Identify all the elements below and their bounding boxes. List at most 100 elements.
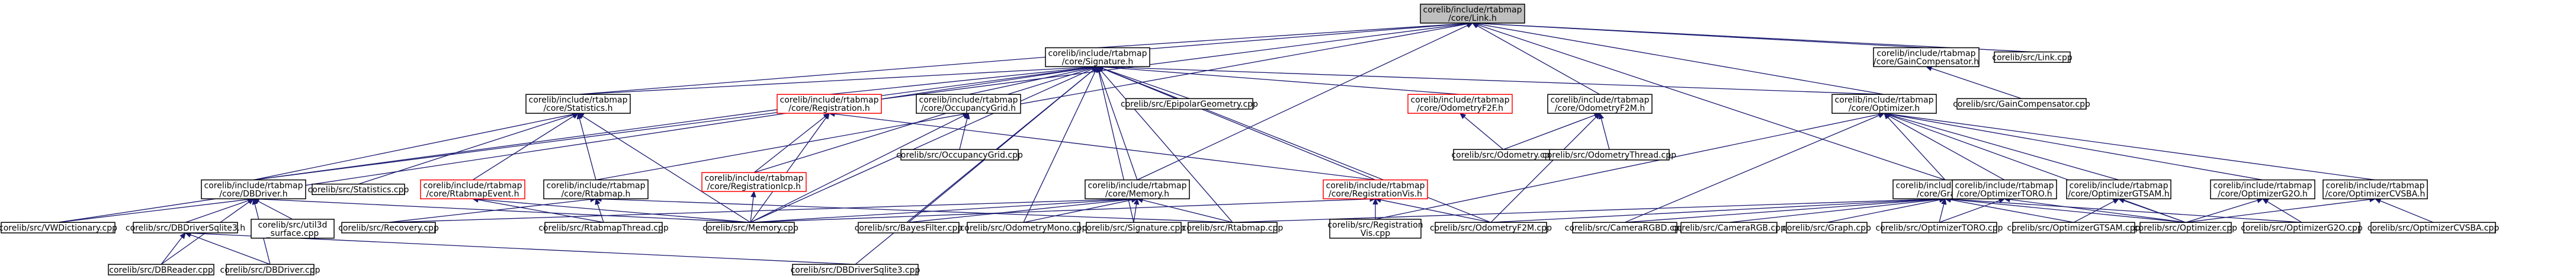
node-odommono-cpp[interactable]: corelib/src/OdometryMono.cpp	[960, 222, 1087, 234]
node-label: corelib/include/rtabmap	[2214, 181, 2312, 190]
node-label: corelib/include/rtabmap	[919, 95, 1018, 105]
node-util3d-surface-cpp[interactable]: corelib/src/util3d_surface.cpp	[251, 219, 335, 239]
node-label: corelib/include/rtabmap	[1423, 5, 1522, 15]
node-label: corelib/src/GainCompensator.cpp	[1953, 100, 2090, 109]
node-label: Vis.cpp	[1361, 229, 1390, 238]
node-occgrid-cpp[interactable]: corelib/src/OccupancyGrid.cpp	[896, 149, 1023, 161]
node-vwdictionary-cpp[interactable]: corelib/src/VWDictionary.cpp	[0, 222, 117, 234]
node-label: corelib/include/rtabmap	[1088, 181, 1187, 190]
node-statistics-h[interactable]: corelib/include/rtabmap/core/Statistics.…	[525, 94, 631, 114]
node-signature-cpp[interactable]: corelib/src/Signature.cpp	[1082, 222, 1185, 234]
node-registrationicp-h[interactable]: corelib/include/rtabmap/core/Registratio…	[701, 172, 807, 192]
node-dbdriver-h[interactable]: corelib/include/rtabmap/core/DBDriver.h	[201, 179, 306, 200]
node-gaincomp-cpp[interactable]: corelib/src/GainCompensator.cpp	[1953, 98, 2090, 110]
node-bayesfilter-cpp[interactable]: corelib/src/BayesFilter.cpp	[855, 222, 963, 234]
node-label: corelib/src/Recovery.cpp	[338, 223, 439, 233]
node-label: corelib/src/BayesFilter.cpp	[855, 223, 963, 233]
node-rtabmapthread-cpp[interactable]: corelib/src/RtabmapThread.cpp	[538, 222, 669, 234]
node-epipolar-cpp[interactable]: corelib/src/EpipolarGeometry.cpp	[1121, 98, 1258, 110]
dependency-edge	[1490, 113, 1600, 223]
node-label: /core/DBDriver.h	[219, 189, 287, 199]
node-dbreader-cpp[interactable]: corelib/src/DBReader.cpp	[108, 264, 214, 276]
node-dbdriversqlite3-h[interactable]: corelib/src/DBDriverSqlite3.h	[126, 222, 245, 234]
node-signature-h[interactable]: corelib/include/rtabmap/core/Signature.h	[1045, 47, 1150, 68]
dependency-edge	[1096, 66, 1138, 180]
node-rtabmapevent-h[interactable]: corelib/include/rtabmap/core/RtabmapEven…	[420, 179, 525, 200]
node-label: corelib/include/rtabmap	[424, 181, 522, 190]
node-rtabmap-cpp[interactable]: corelib/src/Rtabmap.cpp	[1182, 222, 1284, 234]
node-graph-cpp[interactable]: corelib/src/Graph.cpp	[1782, 222, 1871, 234]
dependency-edge	[908, 66, 1098, 223]
node-camrgb-cpp[interactable]: corelib/src/CameraRGB.cpp	[1672, 222, 1786, 234]
node-label: /core/Registration.h	[788, 104, 870, 113]
node-odomf2m-h[interactable]: corelib/include/rtabmap/core/OdometryF2M…	[1547, 94, 1653, 114]
dependency-edge	[1097, 20, 1474, 49]
dependency-edge	[1374, 197, 1491, 223]
node-gaincomp-h[interactable]: corelib/include/rtabmap/core/GainCompens…	[1873, 47, 1980, 68]
dependency-edge	[1883, 111, 2263, 181]
node-label: corelib/src/EpipolarGeometry.cpp	[1121, 100, 1258, 109]
node-camrgbd-cpp[interactable]: corelib/src/CameraRGBD.cpp	[1565, 222, 1685, 234]
node-optimizerg2o-h[interactable]: corelib/include/rtabmap/core/OptimizerG2…	[2210, 179, 2315, 200]
dependency-edge	[1372, 198, 1378, 219]
node-dbdriversqlite3-cpp[interactable]: corelib/src/DBDriverSqlite3.cpp	[791, 264, 920, 276]
node-optimizercvsba-h[interactable]: corelib/include/rtabmap/core/OptimizerCV…	[2322, 179, 2428, 200]
node-memory-h[interactable]: corelib/include/rtabmap/core/Memory.h	[1085, 179, 1190, 200]
node-label: corelib/src/CameraRGBD.cpp	[1565, 223, 1685, 233]
dependency-edge	[358, 112, 579, 185]
node-odomthread-cpp[interactable]: corelib/src/OdometryThread.cpp	[1542, 149, 1676, 161]
node-label: corelib/include/rtabmap	[2326, 181, 2425, 190]
node-label: /core/OptimizerCVSBA.h	[2325, 189, 2426, 199]
node-optimizer-h[interactable]: corelib/include/rtabmap/core/Optimizer.h	[1831, 94, 1937, 114]
dependency-edge	[595, 21, 1474, 181]
node-rtabmap-h[interactable]: corelib/include/rtabmap/core/Rtabmap.h	[543, 179, 649, 200]
dependency-edge	[577, 113, 751, 223]
node-occgrid-h[interactable]: corelib/include/rtabmap/core/OccupancyGr…	[916, 94, 1021, 114]
node-label: corelib/include/rtabmap	[780, 95, 879, 105]
node-link-cpp[interactable]: corelib/src/Link.cpp	[1992, 51, 2073, 63]
node-optimizerg2o-cpp[interactable]: corelib/src/OptimizerG2O.cpp	[2241, 222, 2363, 234]
dependency-edge	[753, 113, 830, 173]
node-label: corelib/include/rtabmap	[705, 174, 804, 183]
dependency-edge	[253, 64, 1099, 181]
node-label: /core/Memory.h	[1105, 189, 1169, 199]
node-label: corelib/include/rtabmap	[1326, 181, 1425, 190]
node-registrationvis-h[interactable]: corelib/include/rtabmap/core/Registratio…	[1323, 179, 1428, 200]
node-label: /core/Optimizer.h	[1849, 104, 1920, 113]
node-label: corelib/include/rtabmap	[1835, 95, 1934, 105]
node-registration-h[interactable]: corelib/include/rtabmap/core/Registratio…	[777, 94, 882, 114]
node-label: _surface.cpp	[266, 229, 319, 238]
dependency-edge	[2374, 198, 2434, 223]
node-label: corelib/src/OdometryThread.cpp	[1542, 151, 1676, 160]
node-memory-cpp[interactable]: corelib/src/Memory.cpp	[702, 222, 798, 234]
node-optimizer-cpp[interactable]: corelib/src/Optimizer.cpp	[2134, 222, 2237, 234]
node-label: /core/RegistrationIcp.h	[707, 182, 801, 191]
dependency-edge	[829, 64, 1099, 95]
dependency-edge	[253, 111, 579, 181]
dependency-edge	[578, 64, 1099, 95]
node-odomf2m-cpp[interactable]: corelib/src/OdometryF2M.cpp	[1430, 222, 1552, 234]
dependency-edge	[750, 196, 1377, 223]
node-recovery-cpp[interactable]: corelib/src/Recovery.cpp	[338, 222, 439, 234]
node-label: corelib/include/rtabmap	[1551, 95, 1650, 105]
node-odometry-cpp[interactable]: corelib/src/Odometry.cpp	[1451, 149, 1555, 161]
node-statistics-cpp[interactable]: corelib/src/Statistics.cpp	[308, 183, 409, 196]
node-optimizergtsam-h[interactable]: corelib/include/rtabmap/core/OptimizerGT…	[2066, 179, 2171, 200]
dependency-edge	[595, 198, 604, 223]
node-label: corelib/src/RtabmapThread.cpp	[538, 223, 669, 233]
node-regvis-cpp[interactable]: corelib/src/RegistrationVis.cpp	[1327, 219, 1423, 239]
node-odomf2f-h[interactable]: corelib/include/rtabmap/core/OdometryF2F…	[1407, 94, 1513, 114]
node-label: corelib/src/VWDictionary.cpp	[0, 223, 117, 233]
node-label: corelib/src/OptimizerG2O.cpp	[2241, 223, 2363, 233]
dependency-edge	[57, 196, 255, 223]
node-dbdriver-cpp[interactable]: corelib/src/DBDriver.cpp	[220, 264, 320, 276]
node-optimizertoro-cpp[interactable]: corelib/src/OptimizerTORO.cpp	[1875, 222, 2003, 234]
node-label: corelib/src/DBDriver.cpp	[220, 266, 320, 275]
node-label: corelib/src/Optimizer.cpp	[2134, 223, 2237, 233]
dependency-edge	[2073, 198, 2120, 223]
node-optimizertoro-h[interactable]: corelib/include/rtabmap/core/OptimizerTO…	[1952, 179, 2057, 200]
node-optimizergtsam-cpp[interactable]: corelib/src/OptimizerGTSAM.cpp	[2007, 222, 2141, 234]
node-optimizercvsba-cpp[interactable]: corelib/src/OptimizerCVSBA.cpp	[2368, 222, 2500, 234]
node-link-h[interactable]: corelib/include/rtabmap/core/Link.h	[1420, 4, 1525, 24]
